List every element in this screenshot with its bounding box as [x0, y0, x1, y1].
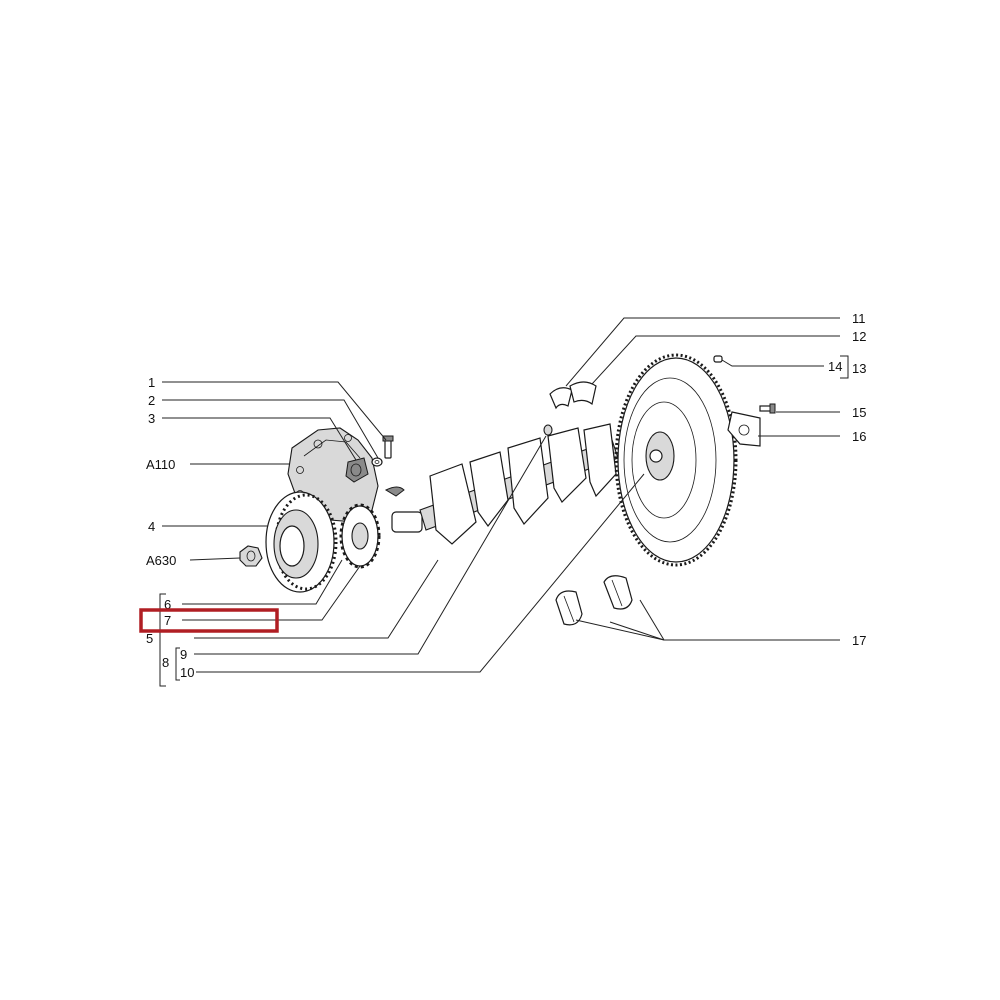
brackets: [159, 355, 849, 687]
callout-a630: A630: [146, 553, 176, 568]
callout-4: 4: [148, 519, 155, 534]
highlight-box-item-7: [139, 608, 279, 633]
bolt-1: [382, 435, 394, 459]
leader-lines: [162, 317, 840, 673]
key: [384, 486, 405, 497]
plug-9: [543, 424, 553, 436]
callout-16: 16: [852, 429, 866, 444]
crank-pulley: [265, 491, 338, 593]
thrust-washers: [549, 381, 597, 410]
callout-a110: A110: [146, 457, 175, 472]
retaining-plate-16: [727, 411, 761, 447]
callout-11: 11: [852, 311, 866, 326]
callout-15: 15: [852, 405, 866, 420]
callout-5: 5: [146, 631, 153, 646]
callout-7: 7: [164, 613, 171, 628]
bearing-shells-17: [555, 575, 633, 626]
bolt-15: [759, 403, 776, 414]
dowel-pin-14: [713, 355, 723, 363]
callout-1: 1: [148, 375, 155, 390]
callout-3: 3: [148, 411, 155, 426]
timing-sprocket: [339, 503, 381, 569]
callout-10: 10: [180, 665, 194, 680]
callout-6: 6: [164, 597, 171, 612]
callout-8: 8: [162, 655, 169, 670]
nut-a630: [239, 545, 263, 567]
callout-2: 2: [148, 393, 155, 408]
callout-12: 12: [852, 329, 866, 344]
callout-9: 9: [180, 647, 187, 662]
washer-2: [371, 457, 383, 467]
flywheel: [614, 353, 738, 567]
seal-block: [345, 457, 369, 483]
callout-17: 17: [852, 633, 866, 648]
callout-13: 13: [852, 361, 866, 376]
callout-14: 14: [828, 359, 842, 374]
